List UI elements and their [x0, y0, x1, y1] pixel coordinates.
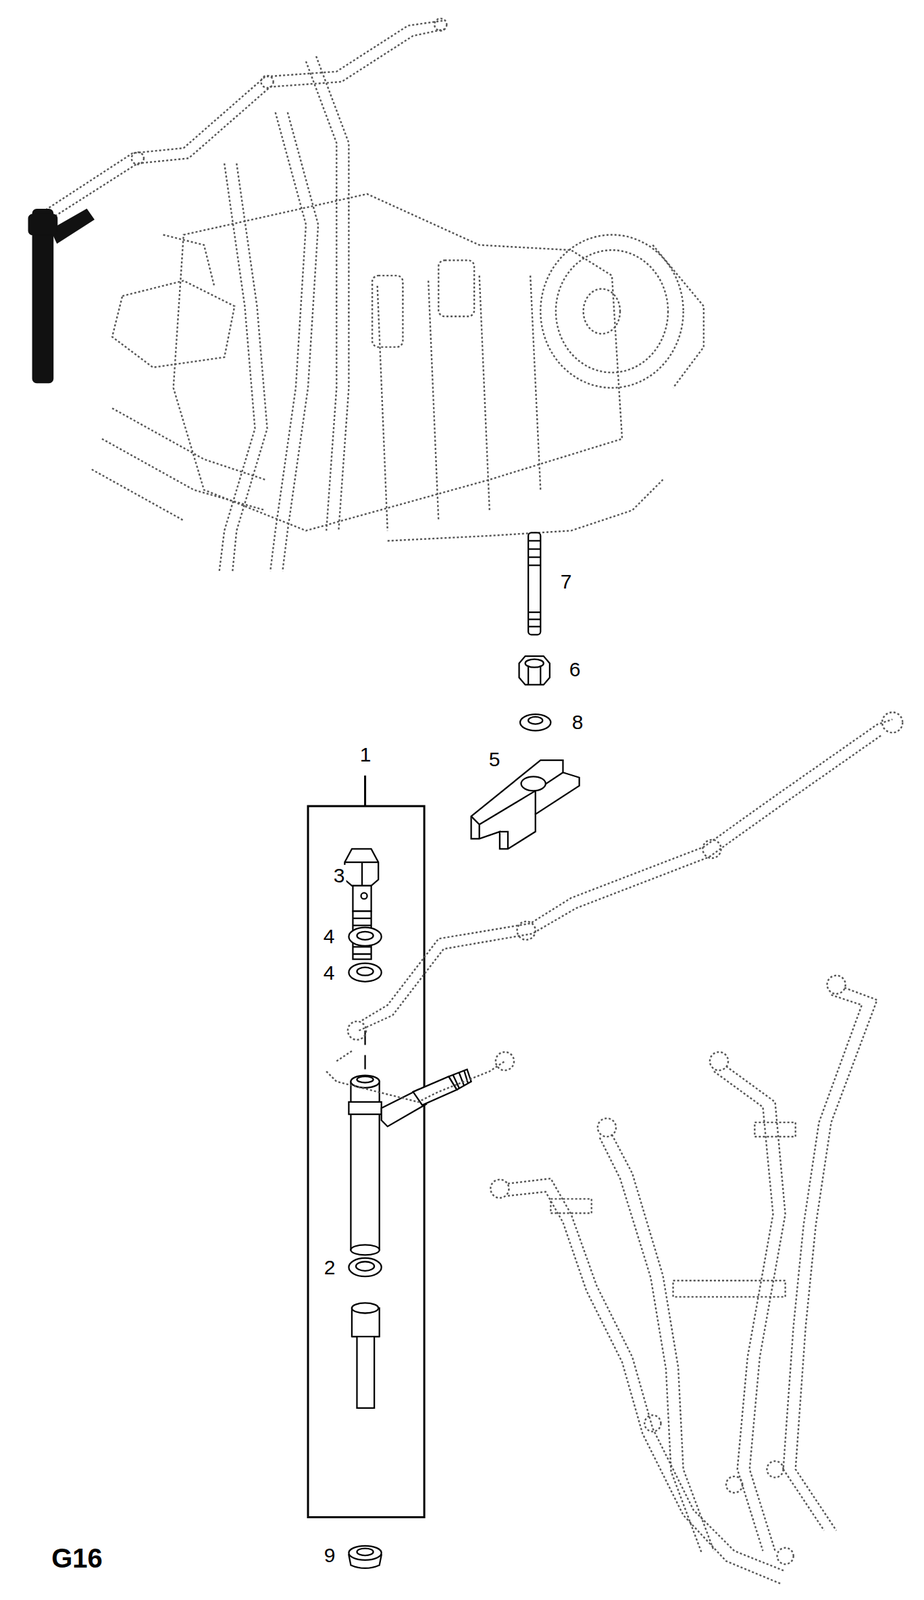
callout-number: 5: [487, 748, 502, 770]
callout-number: 6: [568, 658, 583, 681]
grommet: [348, 1545, 381, 1568]
washer: [520, 713, 551, 731]
leak-off-pipe: [326, 711, 903, 1102]
callout-number: 2: [322, 1256, 338, 1278]
callout-number: 8: [570, 711, 585, 733]
callout-number: 1: [358, 743, 373, 766]
sealing-washer: [348, 927, 381, 982]
callout-number: 3: [332, 864, 347, 887]
seal-ring: [348, 1257, 381, 1276]
nozzle-sleeve: [351, 1302, 380, 1408]
callout-number: 7: [559, 570, 574, 593]
injector-highlight: [28, 209, 94, 383]
injector: [348, 1069, 471, 1255]
clamp: [471, 759, 580, 849]
kit-bracket: [308, 775, 425, 1518]
injection-pipes: [490, 975, 877, 1584]
nut: [519, 655, 550, 685]
engine-outline: [38, 18, 704, 571]
figure-code: G16: [49, 1543, 105, 1572]
callout-number: 4: [322, 961, 337, 984]
callout-number: 9: [322, 1544, 338, 1566]
stud: [528, 532, 541, 635]
callout-number: 4: [322, 925, 337, 947]
